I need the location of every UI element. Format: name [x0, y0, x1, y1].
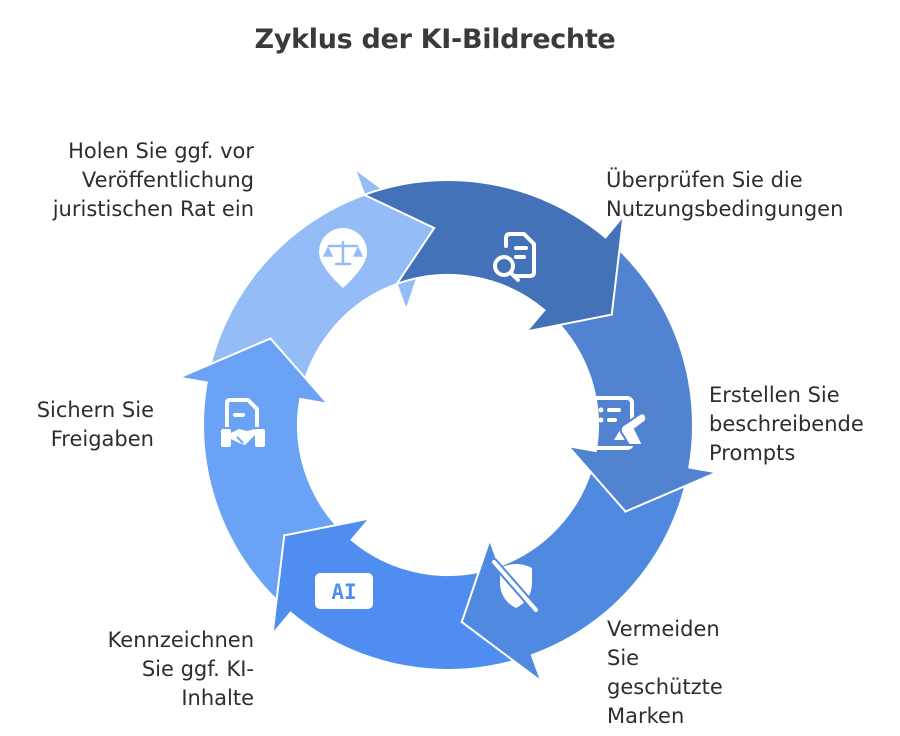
step-label-label-ai: Kennzeichnen Sie ggf. KI- Inhalte: [107, 628, 254, 710]
contract-handshake-icon: [221, 398, 265, 447]
step-label-legal: Holen Sie ggf. vor Veröffentlichung juri…: [52, 139, 254, 221]
cycle-arrow-terms: [361, 179, 625, 334]
document-search-icon: [493, 232, 536, 282]
page-title: Zyklus der KI-Bildrechte: [0, 24, 900, 55]
cycle-arrow-releases: [175, 337, 355, 615]
no-brand-icon: [490, 558, 540, 614]
step-label-releases: Sichern Sie Freigaben: [36, 398, 154, 451]
cycle-arrow-label-ai: [271, 516, 535, 671]
svg-text:AI: AI: [331, 580, 356, 604]
step-label-terms: Überprüfen Sie die Nutzungsbedingungen: [606, 168, 844, 221]
step-label-prompts: Erstellen Sie beschreibende Prompts: [709, 383, 864, 465]
step-label-trademarks: Vermeiden Sie geschützte Marken: [607, 617, 723, 728]
title-text: Zyklus der KI-Bildrechte: [254, 24, 616, 55]
ai-badge-icon: AI: [315, 573, 373, 609]
cycle-arrow-prompts: [541, 235, 721, 513]
write-prompt-icon: [590, 396, 648, 450]
legal-scale-icon: [319, 228, 367, 288]
